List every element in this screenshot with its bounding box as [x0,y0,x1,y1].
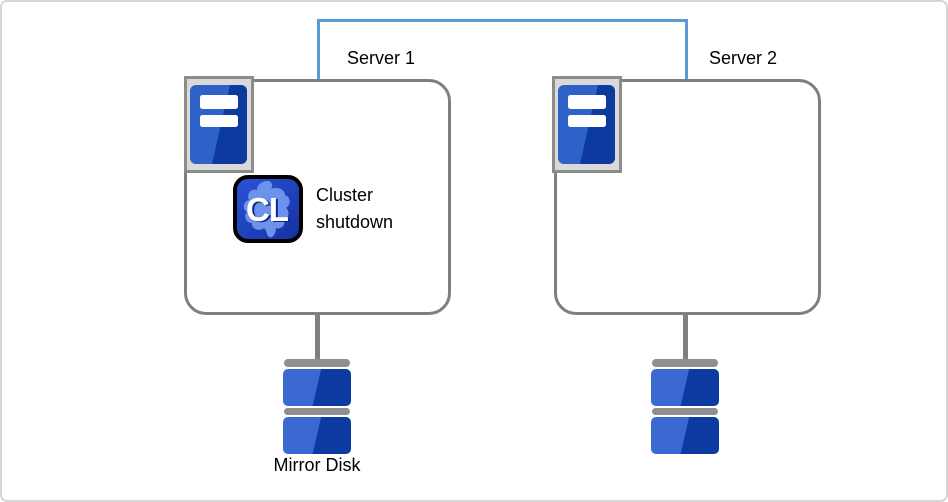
cluster-shutdown-icon: CL CL [233,175,303,248]
cl-glyph-shadow: CL [248,192,291,229]
splash-shape [243,180,290,238]
server2-frame [552,76,622,173]
disk-mid-bar [284,408,350,415]
interconnect-line-left-drop [317,19,320,80]
server2-disk-connector-line [683,312,688,361]
server-icon [558,85,615,164]
cluster-shutdown-label: Cluster shutdown [316,185,394,232]
server1-label: Server 1 [347,48,416,68]
disk-platter [651,417,719,454]
server1-disk-connector-line [315,312,320,361]
mirror-disk-label: Mirror Disk [273,455,361,475]
disk-platter [283,369,351,406]
disk-platter [651,369,719,406]
interconnect-line-horizontal [317,19,688,22]
disk-top-bar [652,359,718,367]
mirror-disk-icon [283,359,351,454]
interconnect-line-right-drop [685,19,688,80]
mirror-disk-icon [651,359,719,454]
server1-frame [184,76,254,173]
cl-glyph: CL [246,191,289,228]
disk-platter [283,417,351,454]
server-icon [190,85,247,164]
server2-label: Server 2 [709,48,778,68]
disk-mid-bar [652,408,718,415]
disk-top-bar [284,359,350,367]
